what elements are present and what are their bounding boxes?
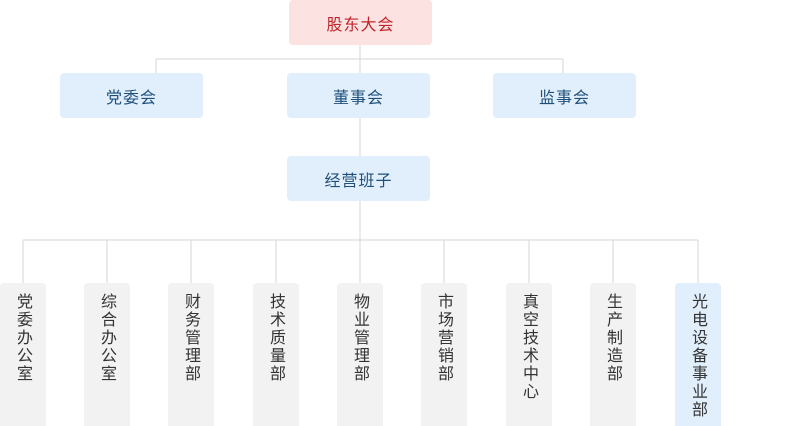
board-of-directors-box: 董事会 <box>287 73 430 118</box>
department-label: 财务管理部 <box>182 293 201 383</box>
department-label: 生产制造部 <box>604 293 623 383</box>
department-manufacturing: 生产制造部 <box>590 283 636 426</box>
party-committee-label: 党委会 <box>105 87 157 107</box>
supervisory-board-box: 监事会 <box>493 73 636 118</box>
department-label: 技术质量部 <box>267 293 286 383</box>
department-label: 市场营销部 <box>435 293 454 383</box>
department-finance: 财务管理部 <box>168 283 214 426</box>
department-label: 物业管理部 <box>351 293 370 383</box>
department-general-office: 综合办公室 <box>84 283 130 426</box>
party-committee-box: 党委会 <box>60 73 203 118</box>
department-property: 物业管理部 <box>337 283 383 426</box>
department-label: 综合办公室 <box>98 293 117 383</box>
management-team-label: 经营班子 <box>324 170 393 190</box>
department-quality: 技术质量部 <box>253 283 299 426</box>
department-label: 光电设备事业部 <box>689 293 708 419</box>
shareholders-meeting-box: 股东大会 <box>289 0 432 45</box>
management-team-box: 经营班子 <box>287 156 430 201</box>
board-of-directors-label: 董事会 <box>332 87 384 107</box>
department-label: 真空技术中心 <box>520 293 539 401</box>
department-optoelectronic: 光电设备事业部 <box>675 283 721 426</box>
supervisory-board-label: 监事会 <box>538 87 590 107</box>
shareholders-meeting-label: 股东大会 <box>326 14 395 34</box>
department-marketing: 市场营销部 <box>421 283 467 426</box>
department-party-office: 党委办公室 <box>0 283 46 426</box>
department-vacuum-tech: 真空技术中心 <box>506 283 552 426</box>
department-label: 党委办公室 <box>14 293 33 383</box>
